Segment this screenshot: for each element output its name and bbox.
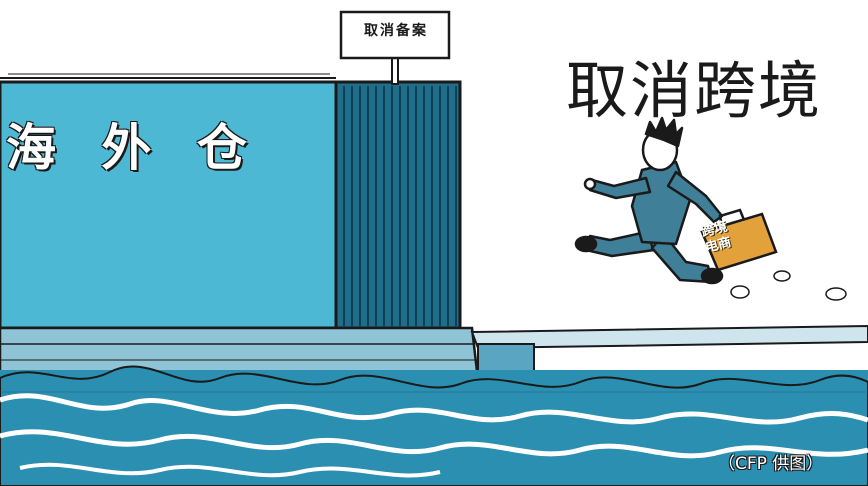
headline-title: 取消跨境 — [566, 54, 823, 127]
briefcase — [700, 208, 778, 272]
running-businessman — [574, 116, 724, 285]
warehouse-front-wall — [0, 73, 338, 330]
warehouse-side-wall — [334, 80, 462, 330]
warehouse-label: 海 外 仓 — [6, 119, 261, 177]
sea-waves — [0, 365, 868, 486]
sign-post — [339, 10, 451, 85]
sign-label: 取消备案 — [364, 23, 428, 39]
image-credit: （CFP 供图） — [718, 454, 824, 474]
right-platform — [470, 324, 868, 379]
dust-clouds — [730, 270, 847, 301]
